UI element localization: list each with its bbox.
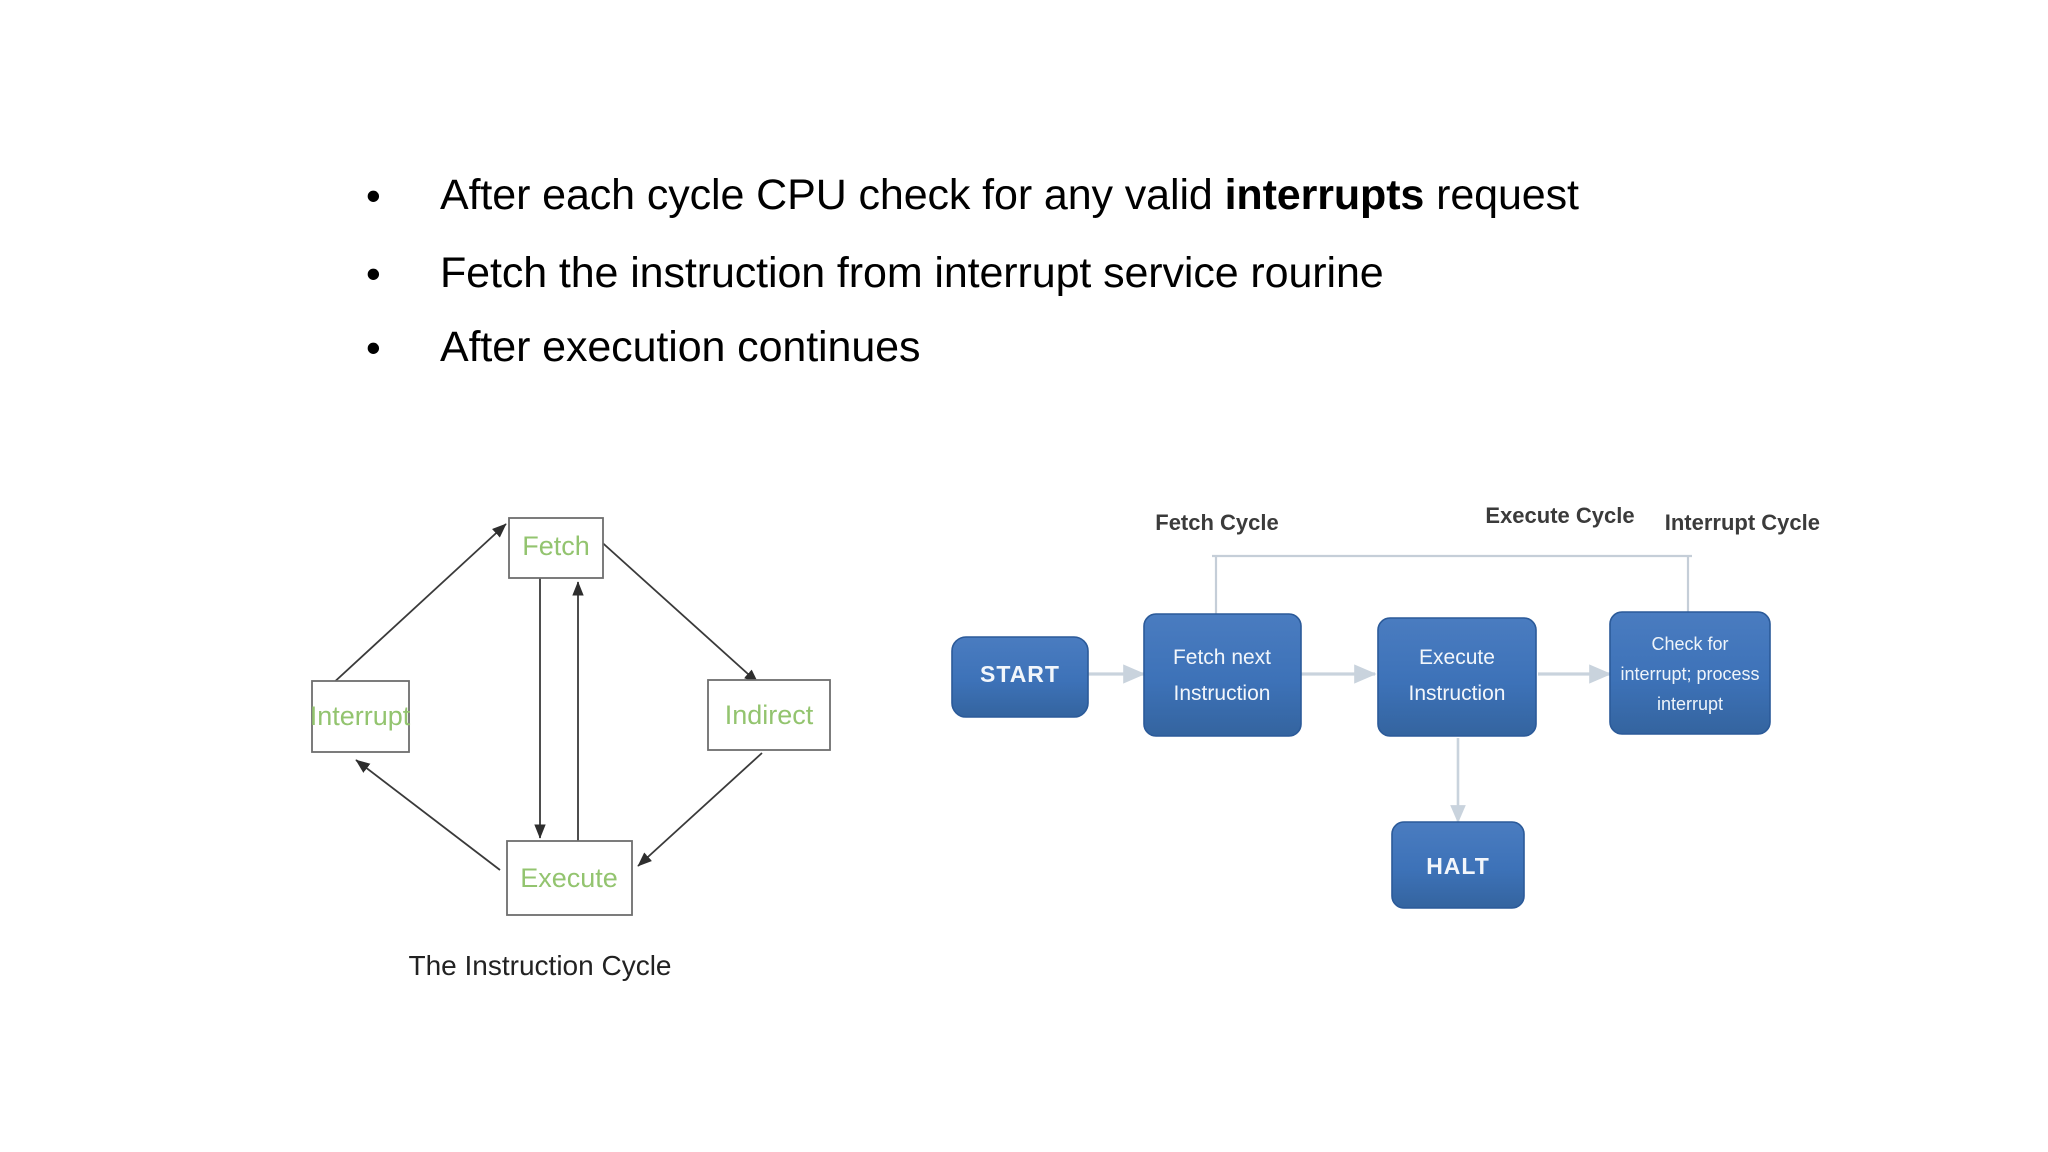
- node-execute-instruction-line2: Instruction: [1409, 682, 1506, 705]
- cycle-label-execute: Execute Cycle: [1485, 503, 1634, 528]
- edge-fetch-to-indirect: [585, 527, 759, 684]
- bullet-marker-icon: •: [366, 324, 381, 371]
- instruction-cycle-flowchart: Fetch Cycle Execute Cycle Interrupt Cycl…: [920, 478, 1820, 998]
- node-halt: HALT: [1391, 821, 1525, 909]
- node-interrupt: Interrupt: [310, 680, 411, 753]
- node-execute-instruction-line1: Execute: [1419, 646, 1495, 669]
- bullet-list: • After each cycle CPU check for any val…: [352, 168, 1672, 394]
- node-fetch-next-instruction: Fetch next Instruction: [1143, 613, 1302, 737]
- node-check-interrupt: Check for interrupt; process interrupt: [1609, 611, 1771, 735]
- node-check-interrupt-line1: Check for: [1651, 634, 1728, 654]
- bullet-text-3: After execution continues: [440, 323, 921, 371]
- edge-indirect-to-execute: [637, 752, 763, 867]
- node-execute-instruction: Execute Instruction: [1377, 617, 1537, 737]
- node-execute: Execute: [506, 840, 633, 916]
- node-check-interrupt-line2: interrupt; process: [1620, 664, 1759, 684]
- bullet-marker-icon: •: [366, 250, 381, 297]
- bullet-item-2: • Fetch the instruction from interrupt s…: [352, 246, 1672, 302]
- node-indirect: Indirect: [707, 679, 831, 751]
- cycle-label-interrupt: Interrupt Cycle: [1665, 510, 1820, 535]
- node-fetch-next-instruction-line2: Instruction: [1174, 682, 1271, 705]
- bullet-item-1: • After each cycle CPU check for any val…: [352, 168, 1672, 224]
- node-interrupt-label: Interrupt: [310, 701, 411, 731]
- instruction-cycle-diagram: Fetch Interrupt Indirect Execute The Ins…: [290, 498, 910, 1018]
- bullet-item-3: • After execution continues: [352, 320, 1672, 376]
- node-indirect-label: Indirect: [725, 700, 814, 730]
- node-fetch: Fetch: [508, 517, 604, 579]
- instruction-cycle-caption: The Instruction Cycle: [409, 950, 672, 981]
- bullet-marker-icon: •: [366, 172, 381, 219]
- cycle-label-fetch: Fetch Cycle: [1155, 510, 1279, 535]
- bullet-text-2: Fetch the instruction from interrupt ser…: [440, 249, 1384, 297]
- node-start-label: START: [980, 661, 1060, 687]
- edge-interrupt-to-fetch: [329, 523, 507, 687]
- node-halt-label: HALT: [1426, 853, 1490, 879]
- bullet-text-1-post: request: [1424, 171, 1579, 219]
- node-fetch-next-instruction-line1: Fetch next: [1173, 646, 1271, 669]
- bullet-text-1-bold: interrupts: [1224, 171, 1425, 219]
- bullet-text-1-pre: After each cycle CPU check for any valid: [440, 171, 1225, 219]
- node-fetch-label: Fetch: [522, 531, 590, 561]
- bullet-text-1: After each cycle CPU check for any valid…: [440, 168, 1672, 222]
- edge-execute-to-interrupt: [355, 759, 501, 871]
- node-execute-label: Execute: [520, 863, 618, 893]
- node-start: START: [951, 636, 1089, 718]
- node-check-interrupt-line3: interrupt: [1657, 694, 1723, 714]
